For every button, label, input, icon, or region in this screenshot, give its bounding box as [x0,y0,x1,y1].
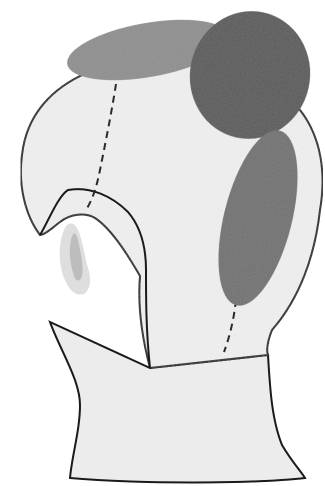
figure-canvas [0,0,325,486]
head-diagram [0,0,325,486]
